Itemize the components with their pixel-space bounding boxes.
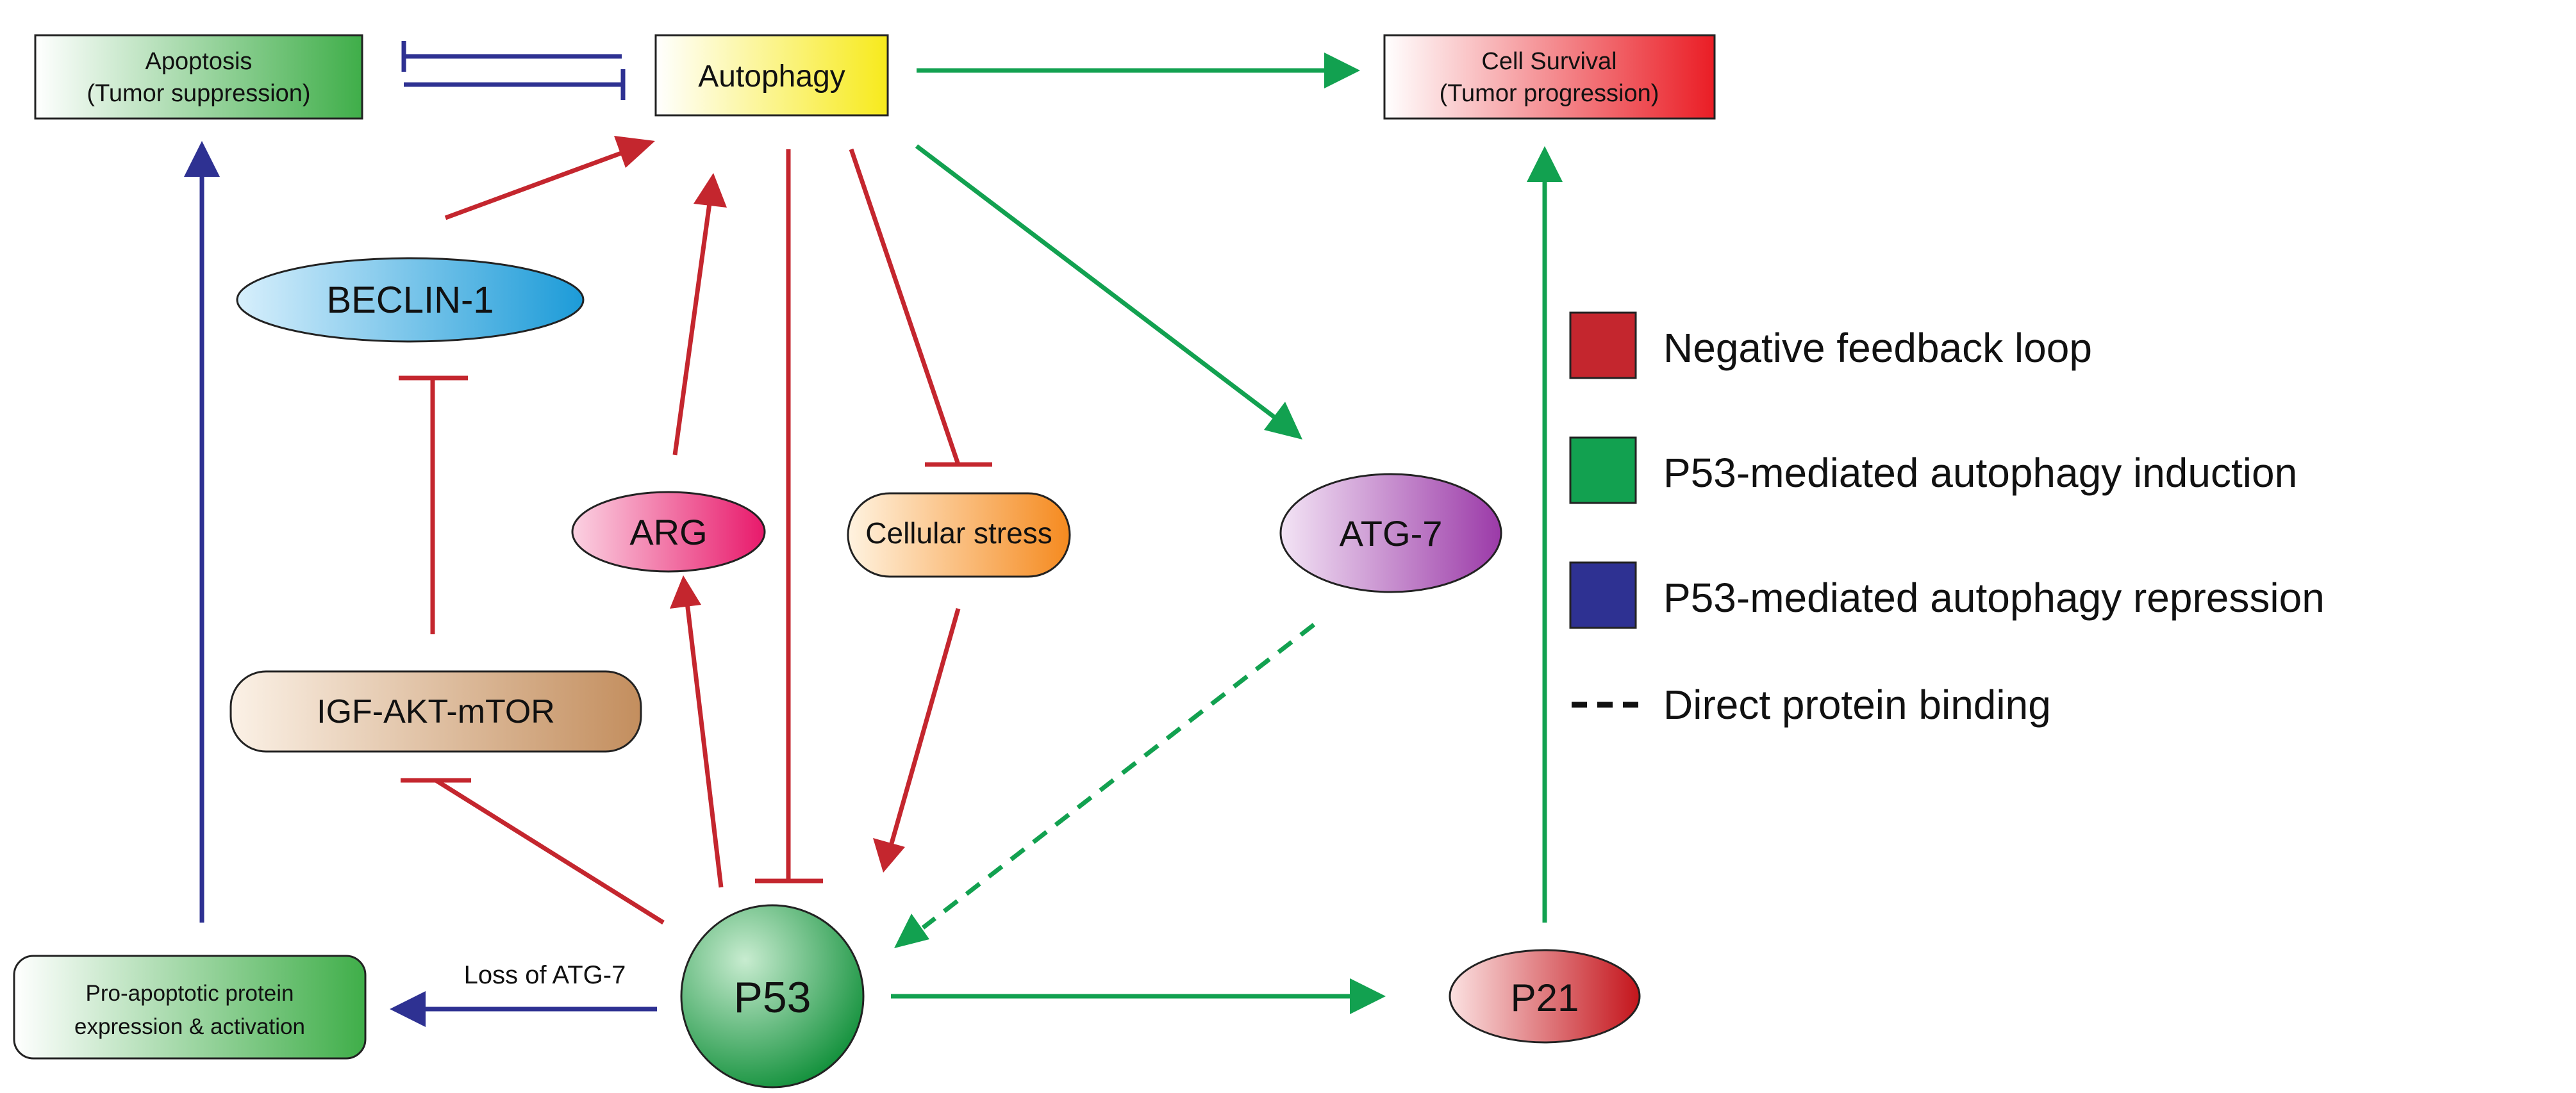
arrowhead-survival bbox=[1324, 53, 1360, 88]
p53-node: P53 bbox=[680, 904, 865, 1089]
pro-apoptotic-line1: Pro-apoptotic protein bbox=[86, 981, 294, 1006]
edge-p53-inhibits-igf bbox=[435, 778, 665, 925]
legend-item-induction: P53-mediated autophagy induction bbox=[1569, 436, 2297, 504]
apoptosis-line1: Apoptosis bbox=[145, 48, 253, 75]
edges bbox=[184, 41, 1563, 1027]
arg-label: ARG bbox=[629, 512, 707, 552]
beclin-label: BECLIN-1 bbox=[326, 279, 494, 321]
atg7-node: ATG-7 bbox=[1279, 473, 1502, 593]
beclin-node: BECLIN-1 bbox=[236, 257, 585, 343]
legend: Negative feedback loop P53-mediated auto… bbox=[1569, 311, 2325, 728]
edge-autophagy-inhibits-stress bbox=[849, 148, 961, 466]
cellular-stress-node: Cellular stress bbox=[847, 492, 1071, 578]
arrowhead-apoptosis bbox=[184, 141, 220, 177]
arrowhead-arg-autophagy bbox=[694, 173, 727, 208]
pro-apoptotic-box: Pro-apoptotic protein expression & activ… bbox=[13, 955, 367, 1060]
p21-label: P21 bbox=[1511, 976, 1579, 1019]
cell-survival-line1: Cell Survival bbox=[1481, 48, 1616, 75]
arrowhead-p53-arg bbox=[670, 575, 701, 609]
arrowhead-stress-p53 bbox=[873, 838, 905, 873]
edge-arg-to-autophagy bbox=[672, 198, 713, 456]
edge-beclin-to-autophagy bbox=[444, 148, 629, 220]
legend-swatch-blue bbox=[1569, 561, 1637, 629]
autophagy-box: Autophagy bbox=[654, 34, 889, 117]
cell-survival-line2: (Tumor progression) bbox=[1440, 80, 1659, 107]
pro-apoptotic-line2: expression & activation bbox=[74, 1014, 305, 1039]
cellular-stress-label: Cellular stress bbox=[865, 516, 1052, 550]
p21-node: P21 bbox=[1449, 949, 1641, 1044]
edge-stress-to-p53 bbox=[888, 608, 961, 846]
p53-label: P53 bbox=[734, 973, 811, 1022]
apoptosis-line2: (Tumor suppression) bbox=[87, 80, 310, 107]
legend-swatch-green bbox=[1569, 436, 1637, 504]
arrowhead-proapoptotic bbox=[390, 991, 426, 1027]
arrowhead-beclin-autophagy bbox=[614, 136, 655, 168]
loss-atg7-label: Loss of ATG-7 bbox=[464, 961, 626, 989]
edge-p53-to-arg bbox=[685, 602, 724, 888]
igf-node: IGF-AKT-mTOR bbox=[229, 670, 642, 753]
legend-label-negative-feedback: Negative feedback loop bbox=[1663, 325, 2092, 371]
arrowhead-p21 bbox=[1350, 978, 1386, 1014]
legend-swatch-red bbox=[1569, 311, 1637, 379]
arrowhead-atg7-p53 bbox=[894, 914, 929, 948]
arrowhead-p21-survival bbox=[1527, 146, 1563, 182]
edge-autophagy-to-atg7 bbox=[915, 144, 1284, 425]
arg-node: ARG bbox=[571, 491, 766, 573]
legend-item-binding: Direct protein binding bbox=[1572, 682, 2051, 728]
autophagy-label: Autophagy bbox=[698, 60, 845, 94]
legend-label-induction: P53-mediated autophagy induction bbox=[1663, 450, 2297, 496]
apoptosis-box: Apoptosis (Tumor suppression) bbox=[34, 34, 363, 120]
igf-label: IGF-AKT-mTOR bbox=[317, 693, 555, 730]
cell-survival-box: Cell Survival (Tumor progression) bbox=[1383, 34, 1716, 120]
arrowhead-atg7 bbox=[1264, 402, 1302, 440]
atg7-label: ATG-7 bbox=[1340, 513, 1443, 554]
legend-item-negative-feedback: Negative feedback loop bbox=[1569, 311, 2092, 379]
legend-label-repression: P53-mediated autophagy repression bbox=[1663, 575, 2325, 621]
edge-atg7-binds-p53 bbox=[921, 623, 1316, 930]
legend-label-binding: Direct protein binding bbox=[1663, 682, 2051, 728]
legend-item-repression: P53-mediated autophagy repression bbox=[1569, 561, 2325, 629]
